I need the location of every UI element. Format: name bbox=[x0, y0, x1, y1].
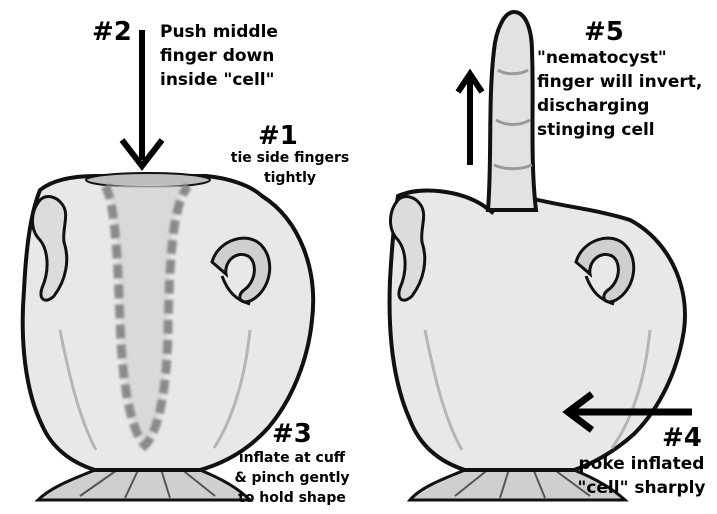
push-down-arrow bbox=[122, 30, 162, 166]
step-2-line-1: Push middle bbox=[160, 20, 278, 44]
step-5-line-1: "nematocyst" bbox=[537, 46, 702, 70]
step-1-number: #1 bbox=[258, 122, 298, 150]
step-3-line-2: & pinch gently bbox=[222, 468, 362, 488]
step-3-text: inflate at cuff & pinch gently to hold s… bbox=[222, 448, 362, 508]
right-everted-finger bbox=[488, 12, 536, 210]
step-3-line-1: inflate at cuff bbox=[222, 448, 362, 468]
invert-up-arrow bbox=[458, 74, 482, 165]
step-5-line-4: stinging cell bbox=[537, 118, 702, 142]
step-5-line-2: finger will invert, bbox=[537, 70, 702, 94]
step-3-number: #3 bbox=[272, 420, 312, 448]
step-4-text: poke inflated "cell" sharply bbox=[566, 452, 717, 500]
step-3-line-3: to hold shape bbox=[222, 488, 362, 508]
step-1-text: tie side fingers tightly bbox=[210, 148, 370, 188]
step-2-text: Push middle finger down inside "cell" bbox=[160, 20, 278, 92]
step-5-line-3: discharging bbox=[537, 94, 702, 118]
step-5-number: #5 bbox=[584, 18, 624, 46]
step-4-line-1: poke inflated bbox=[566, 452, 717, 476]
step-1-line-2: tightly bbox=[210, 168, 370, 188]
step-4-number: #4 bbox=[662, 424, 702, 452]
step-2-line-2: finger down bbox=[160, 44, 278, 68]
step-4-line-2: "cell" sharply bbox=[566, 476, 717, 500]
right-glove-body bbox=[390, 191, 685, 470]
step-5-text: "nematocyst" finger will invert, dischar… bbox=[537, 46, 702, 142]
step-2-line-3: inside "cell" bbox=[160, 68, 278, 92]
step-1-line-1: tie side fingers bbox=[210, 148, 370, 168]
step-2-number: #2 bbox=[92, 18, 132, 46]
